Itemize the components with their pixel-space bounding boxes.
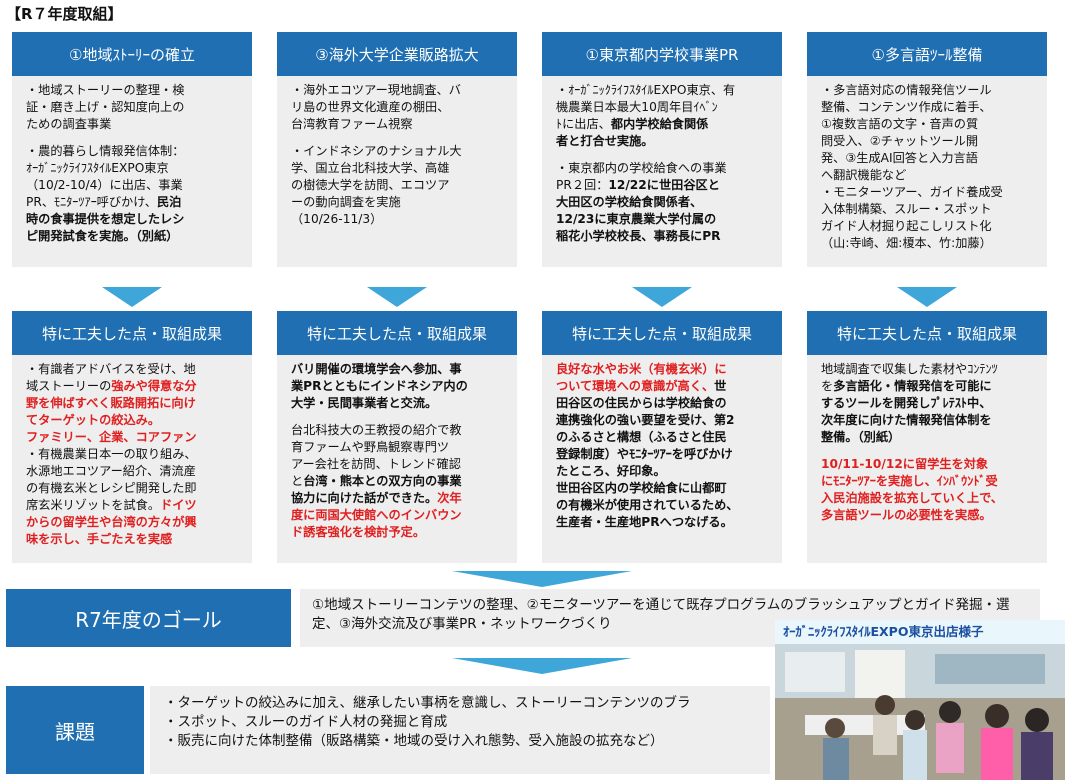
paragraph: ・地域ストーリーの整理・検 証・磨き上げ・認知度向上の ための調査事業 (26, 82, 244, 133)
text-segment: ・東京都内の学校給食への事業 PR２回： (556, 161, 727, 192)
column-3-down-arrow (632, 287, 692, 307)
paragraph: バリ開催の環境学会へ参加、事 業PRとともにインドネシア内の 大学・民間事業者と… (291, 361, 509, 412)
issue-item-3: ・販売に向けた体制整備（販路構築・地域の受け入れ態勢、受入施設の拡充など） (164, 733, 664, 749)
text-segment: 台北科技大の王教授の紹介で教 育ファームや野鳥観察専門ツ アー会社を訪問、トレン… (291, 423, 462, 488)
column-1-title: ①地域ｽﾄｰﾘｰの確立 (12, 32, 252, 76)
paragraph: ・有識者アドバイスを受け、地 域ストーリーの強みや得意な分 野を伸ばすべく販路開… (26, 361, 244, 548)
column-4-title: ①多言語ﾂｰﾙ整備 (807, 32, 1047, 76)
text-segment: ・ｵｰｶﾞﾆｯｸﾗｲﾌｽﾀｲﾙEXPO東京、有 機農業日本最大10周年目ｲﾍﾞﾝ… (556, 83, 736, 131)
expo-photo-illustration (775, 620, 1065, 780)
issues-list: ・ターゲットの絞込みに加え、継承したい事柄を意識し、ストーリーコンテンツのブラ … (150, 686, 770, 774)
paragraph: ・東京都内の学校給食への事業 PR２回：12/22に世田谷区と 大田区の学校給食… (556, 160, 774, 245)
column-1-results: ・有識者アドバイスを受け、地 域ストーリーの強みや得意な分 野を伸ばすべく販路開… (12, 355, 252, 563)
text-segment: 多言語化・情報発信を可能に するツールを開発しﾌﾟﾚﾃｽﾄ中、 次年度に向けた情… (821, 379, 992, 444)
paragraph: 良好な水やお米（有機玄米）に ついて環境への意識が高く、世 田谷区の住民からは学… (556, 361, 774, 531)
page-header: 【R７年度取組】 (6, 5, 123, 23)
paragraph: ・海外エコツアー現地調査、バ リ島の世界文化遺産の棚田、 台湾教育ファーム視察 (291, 82, 509, 133)
column-1-results-title: 特に工夫した点・取組成果 (12, 311, 252, 355)
column-4-activities: ・多言語対応の情報発信ツール 整備、コンテンツ作成に着手、 ①複数言語の文字・音… (807, 76, 1047, 267)
text-segment: 都内学校給食関係 者と打合せ実施。 (556, 117, 709, 148)
text-segment: ドイツ からの留学生や台湾の方々が興 味を示し、手ごたえを実感 (26, 498, 197, 546)
text-segment: 強みや得意な分 野を伸ばすべく販路開拓に向け てターゲットの絞込み。 ファミリー… (26, 379, 197, 444)
text-segment: 12/22に世田谷区と 大田区の学校給食関係者、 12/23に東京農業大学付属の… (556, 178, 721, 243)
column-2-results: バリ開催の環境学会へ参加、事 業PRとともにインドネシア内の 大学・民間事業者と… (277, 355, 517, 563)
paragraph: 地域調査で収集した素材やｺﾝﾃﾝﾂ を多言語化・情報発信を可能に するツールを開… (821, 361, 1039, 446)
column-2-activities: ・海外エコツアー現地調査、バ リ島の世界文化遺産の棚田、 台湾教育ファーム視察・… (277, 76, 517, 267)
paragraph: 10/11-10/12に留学生を対象 にﾓﾆﾀｰﾂｱｰを実施し、ｲﾝﾊﾞｳﾝﾄﾞ… (821, 456, 1039, 524)
column-4-results-title: 特に工夫した点・取組成果 (807, 311, 1047, 355)
text-segment: 次年 度に両国大使館へのインバウン ド誘客強化を検討予定。 (291, 491, 462, 539)
issue-item-2: ・スポット、スルーのガイド人材の発掘と育成 (164, 714, 448, 730)
paragraph: ・多言語対応の情報発信ツール 整備、コンテンツ作成に着手、 ①複数言語の文字・音… (821, 82, 1039, 252)
text-segment: ・多言語対応の情報発信ツール 整備、コンテンツ作成に着手、 ①複数言語の文字・音… (821, 83, 1003, 250)
text-segment: 民泊 時の食事提供を想定したレシ ピ開発試食を実施。（別紙） (26, 195, 185, 243)
column-4-results: 地域調査で収集した素材やｺﾝﾃﾝﾂ を多言語化・情報発信を可能に するツールを開… (807, 355, 1047, 563)
column-3-activities: ・ｵｰｶﾞﾆｯｸﾗｲﾌｽﾀｲﾙEXPO東京、有 機農業日本最大10周年目ｲﾍﾞﾝ… (542, 76, 782, 267)
column-4-down-arrow (897, 287, 957, 307)
paragraph: ・ｵｰｶﾞﾆｯｸﾗｲﾌｽﾀｲﾙEXPO東京、有 機農業日本最大10周年目ｲﾍﾞﾝ… (556, 82, 774, 150)
column-3-title: ①東京都内学校事業PR (542, 32, 782, 76)
column-2-down-arrow (367, 287, 427, 307)
text-segment: 世 田谷区の住民からは学校給食の 連携強化の強い要望を受け、第2 のふるさと構想… (556, 379, 739, 529)
text-segment: ・地域ストーリーの整理・検 証・磨き上げ・認知度向上の ための調査事業 (26, 83, 185, 131)
text-segment: ・インドネシアのナショナル大 学、国立台北科技大学、高雄 の樹徳大学を訪問、エコ… (291, 144, 462, 226)
paragraph: ・農的暮らし情報発信体制： ｵｰｶﾞﾆｯｸﾗｲﾌｽﾀｲﾙEXPO東京 （10/2… (26, 143, 244, 245)
column-2-title: ③海外大学企業販路拡大 (277, 32, 517, 76)
paragraph: 台北科技大の王教授の紹介で教 育ファームや野鳥観察専門ツ アー会社を訪問、トレン… (291, 422, 509, 541)
column-3-results-title: 特に工夫した点・取組成果 (542, 311, 782, 355)
expo-photo-caption: ｵｰｶﾞﾆｯｸﾗｲﾌｽﾀｲﾙEXPO東京出店様子 (775, 620, 1065, 644)
text-segment: ・有識者アドバイスを受け、地 域ストーリーの (26, 362, 196, 393)
text-segment: 地域調査で収集した素材やｺﾝﾃﾝﾂ を (821, 362, 998, 393)
issue-item-1: ・ターゲットの絞込みに加え、継承したい事柄を意識し、ストーリーコンテンツのブラ (164, 695, 691, 711)
paragraph: ・インドネシアのナショナル大 学、国立台北科技大学、高雄 の樹徳大学を訪問、エコ… (291, 143, 509, 228)
issues-label: 課題 (6, 686, 144, 774)
expo-photo: ｵｰｶﾞﾆｯｸﾗｲﾌｽﾀｲﾙEXPO東京出店様子 (775, 620, 1065, 780)
text-segment: 台湾・熊本との双方向の事業 協力に向けた話ができた。 (291, 474, 462, 505)
text-segment: バリ開催の環境学会へ参加、事 業PRとともにインドネシア内の 大学・民間事業者と… (291, 362, 468, 410)
text-segment: 良好な水やお米（有機玄米）に ついて環境への意識が高く、 (556, 362, 727, 393)
column-2-results-title: 特に工夫した点・取組成果 (277, 311, 517, 355)
goal-down-arrow (452, 571, 632, 587)
column-1-activities: ・地域ストーリーの整理・検 証・磨き上げ・認知度向上の ための調査事業・農的暮ら… (12, 76, 252, 267)
text-segment: ・有機農業日本一の取り組み、 水源地エコツアー紹介、清流産 の有機玄米とレシピ開… (26, 447, 197, 512)
text-segment: 10/11-10/12に留学生を対象 にﾓﾆﾀｰﾂｱｰを実施し、ｲﾝﾊﾞｳﾝﾄﾞ… (821, 457, 1003, 522)
goal-label: R7年度のゴール (6, 589, 291, 647)
text-segment: ・農的暮らし情報発信体制： ｵｰｶﾞﾆｯｸﾗｲﾌｽﾀｲﾙEXPO東京 （10/2… (26, 144, 185, 209)
issues-down-arrow (452, 658, 632, 674)
column-3-results: 良好な水やお米（有機玄米）に ついて環境への意識が高く、世 田谷区の住民からは学… (542, 355, 782, 563)
column-1-down-arrow (102, 287, 162, 307)
text-segment: ・海外エコツアー現地調査、バ リ島の世界文化遺産の棚田、 台湾教育ファーム視察 (291, 83, 461, 131)
